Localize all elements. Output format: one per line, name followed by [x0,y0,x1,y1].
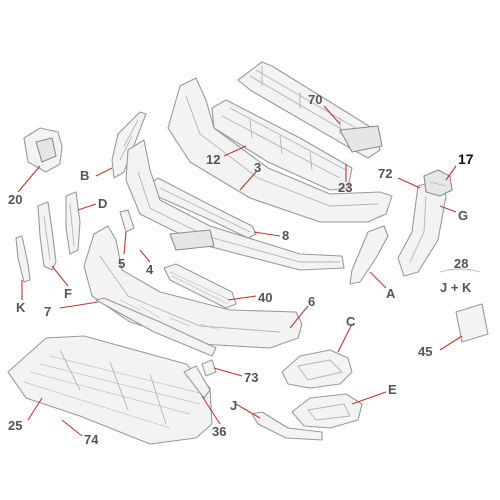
label-72: 72 [378,166,392,181]
label-c: C [346,314,356,329]
label-d: D [98,196,107,211]
part-3-upper-skin [167,77,393,223]
label-e: E [388,382,397,397]
label-5: 5 [118,256,125,271]
part-17-bracket [423,169,453,197]
part-36-bracket [183,365,211,399]
label-17: 17 [458,151,474,167]
part-40-grille [163,263,237,309]
label-45: 45 [418,344,432,359]
label-8: 8 [282,228,289,243]
part-73-clip [201,359,217,377]
label-70: 70 [308,92,322,107]
part-12-absorber [211,99,353,191]
part-j-strip [251,411,323,441]
part-labels: 70 17 72 12 3 23 B 20 D G 8 5 4 28 J + K… [8,92,474,447]
label-f: F [64,286,72,301]
label-3: 3 [254,160,261,175]
part-k-strip [15,235,31,283]
label-74: 74 [84,432,99,447]
label-36: 36 [212,424,226,439]
part-70-crossbeam [237,61,383,159]
label-12: 12 [206,152,220,167]
leader-lines [17,105,481,437]
label-b: B [80,168,89,183]
label-73: 73 [244,370,258,385]
label-40: 40 [258,290,272,305]
part-e-lower-bezel [291,393,363,429]
label-j: J [230,398,237,413]
part-25-underbody [7,335,213,445]
part-8-grille-strip [149,177,257,239]
label-k: K [16,300,26,315]
part-4-mid-beam [125,139,345,271]
label-a: A [386,286,396,301]
part-f-bracket [37,201,57,271]
part-7-lip-strip [95,297,217,357]
label-20: 20 [8,192,22,207]
part-c-fog-bezel [281,349,353,389]
label-28: 28 [454,256,468,271]
part-20-bracket [23,127,63,173]
part-5-clip [119,209,135,233]
part-d-bracket [65,191,81,255]
label-7: 7 [44,304,51,319]
label-28-sub: J + K [440,280,472,295]
label-g: G [458,208,468,223]
part-45-cover [455,303,489,343]
label-6: 6 [308,294,315,309]
label-4: 4 [146,262,154,277]
label-23: 23 [338,180,352,195]
part-a-arch-liner [349,225,389,285]
label-25: 25 [8,418,22,433]
